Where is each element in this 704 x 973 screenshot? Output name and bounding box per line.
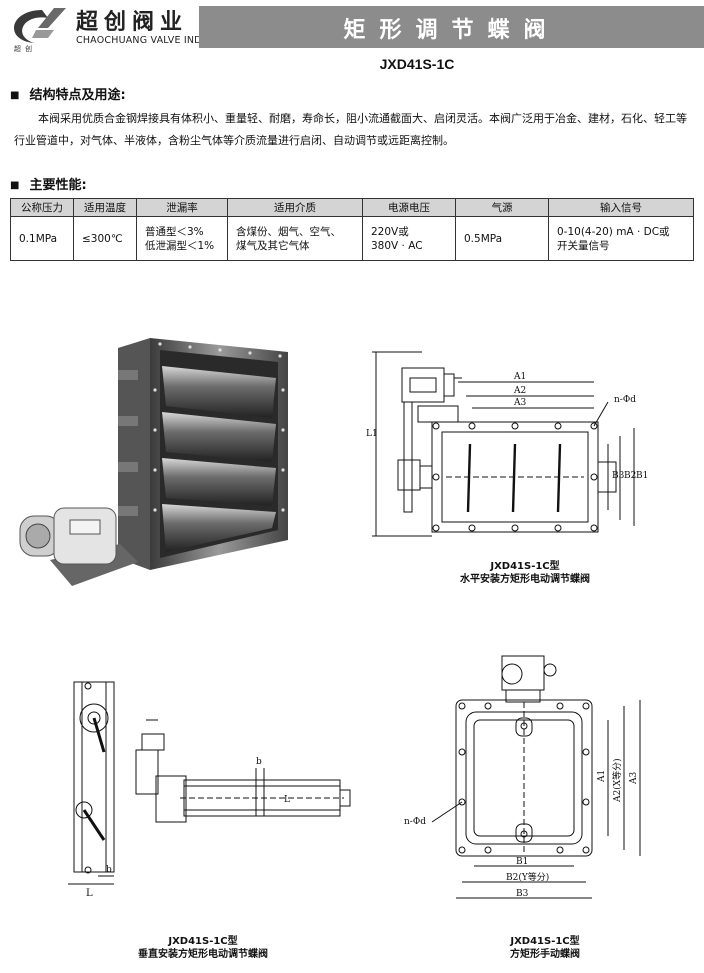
column-header: 输入信号 [548,198,694,217]
section-heading-performance: 主要性能: [10,174,86,193]
cell-temperature: ≤300℃ [73,216,137,261]
caption-title: 水平安装方矩形电动调节蝶阀 [460,574,590,585]
svg-text:A3: A3 [513,398,526,408]
manual-drawing-caption: JXD41S-1C型 方矩形手动蝶阀 [470,935,620,961]
caption-title: 方矩形手动蝶阀 [510,949,580,960]
svg-text:A3: A3 [629,772,639,785]
column-header: 适用温度 [73,198,137,217]
title-banner [199,6,704,48]
column-header: 泄漏率 [136,198,228,217]
svg-text:b: b [106,865,112,875]
leakage-normal: 普通型＜3% [145,225,204,238]
company-logo-icon [14,8,66,43]
column-header: 适用介质 [227,198,363,217]
voltage-line-2: 380V · AC [371,239,423,252]
cell-air-source: 0.5MPa [455,216,549,261]
signal-line-2: 开关量信号 [557,239,610,252]
svg-text:L: L [284,795,290,805]
svg-text:L: L [86,888,93,899]
svg-text:B3: B3 [612,471,625,481]
caption-model: JXD41S-1C型 [168,936,238,947]
model-number: JXD41S-1C [379,56,455,72]
svg-text:B2: B2 [624,471,636,481]
svg-text:n-Φd: n-Φd [404,817,426,827]
brand-name-en: CHAOCHUANG VALVE INDUSTRY [76,35,234,46]
horizontal-install-drawing: A1 A2 A3 L1 B1 B2 B3 n-Φd [366,351,648,537]
cell-pressure: 0.1MPa [10,216,74,261]
cell-leakage: 普通型＜3%低泄漏型＜1% [136,216,228,261]
voltage-line-1: 220V或 [371,225,409,238]
svg-text:B3: B3 [516,889,529,899]
vertical-drawing-caption: JXD41S-1C型 垂直安装方矩形电动调节蝶阀 [118,935,288,961]
cell-input-signal: 0-10(4-20) mA · DC或开关量信号 [548,216,694,261]
caption-title: 垂直安装方矩形电动调节蝶阀 [138,949,268,960]
caption-model: JXD41S-1C型 [510,936,580,947]
leakage-low: 低泄漏型＜1% [145,239,215,252]
column-header: 电源电压 [362,198,456,217]
medium-line-2: 煤气及其它气体 [236,239,310,252]
brand-logo-text: 超创 [14,45,36,53]
medium-line-1: 含煤份、烟气、空气、 [236,225,341,238]
svg-text:B1: B1 [636,471,648,481]
svg-text:B1: B1 [516,857,528,867]
column-header: 公称压力 [10,198,74,217]
section-heading-features: 结构特点及用途: [10,84,125,103]
signal-line-1: 0-10(4-20) mA · DC或 [557,225,670,238]
svg-text:n-Φd: n-Φd [614,395,636,405]
svg-text:A2(X等分): A2(X等分) [611,758,623,803]
vertical-install-drawing: L b b L [68,681,351,899]
horizontal-drawing-caption: JXD41S-1C型 水平安装方矩形电动调节蝶阀 [440,560,610,586]
svg-text:B2(Y等分): B2(Y等分) [506,871,549,883]
performance-table: 公称压力 适用温度 泄漏率 适用介质 电源电压 气源 输入信号 0.1MPa ≤… [10,198,694,261]
svg-text:b: b [256,757,262,767]
table-row: 0.1MPa ≤300℃ 普通型＜3%低泄漏型＜1% 含煤份、烟气、空气、煤气及… [10,216,694,261]
manual-valve-drawing: B1 B2(Y等分) B3 A1 A2(X等分) A3 n-Φd [404,655,641,899]
caption-model: JXD41S-1C型 [490,561,560,572]
column-header: 气源 [455,198,549,217]
svg-text:A1: A1 [513,372,526,382]
brand-name-cn: 超创阀业 [76,10,189,35]
features-description: 本阀采用优质合金钢焊接具有体积小、重量轻、耐磨，寿命长，阻小流通截面大、启闭灵活… [14,112,687,147]
svg-text:L1: L1 [366,429,378,439]
svg-text:A2: A2 [513,386,526,396]
table-header-row: 公称压力 适用温度 泄漏率 适用介质 电源电压 气源 输入信号 [10,198,694,217]
valve-product-photo [19,338,288,586]
cell-medium: 含煤份、烟气、空气、煤气及其它气体 [227,216,363,261]
svg-text:A1: A1 [597,770,607,783]
page-title: 矩形调节蝶阀 [343,18,560,43]
